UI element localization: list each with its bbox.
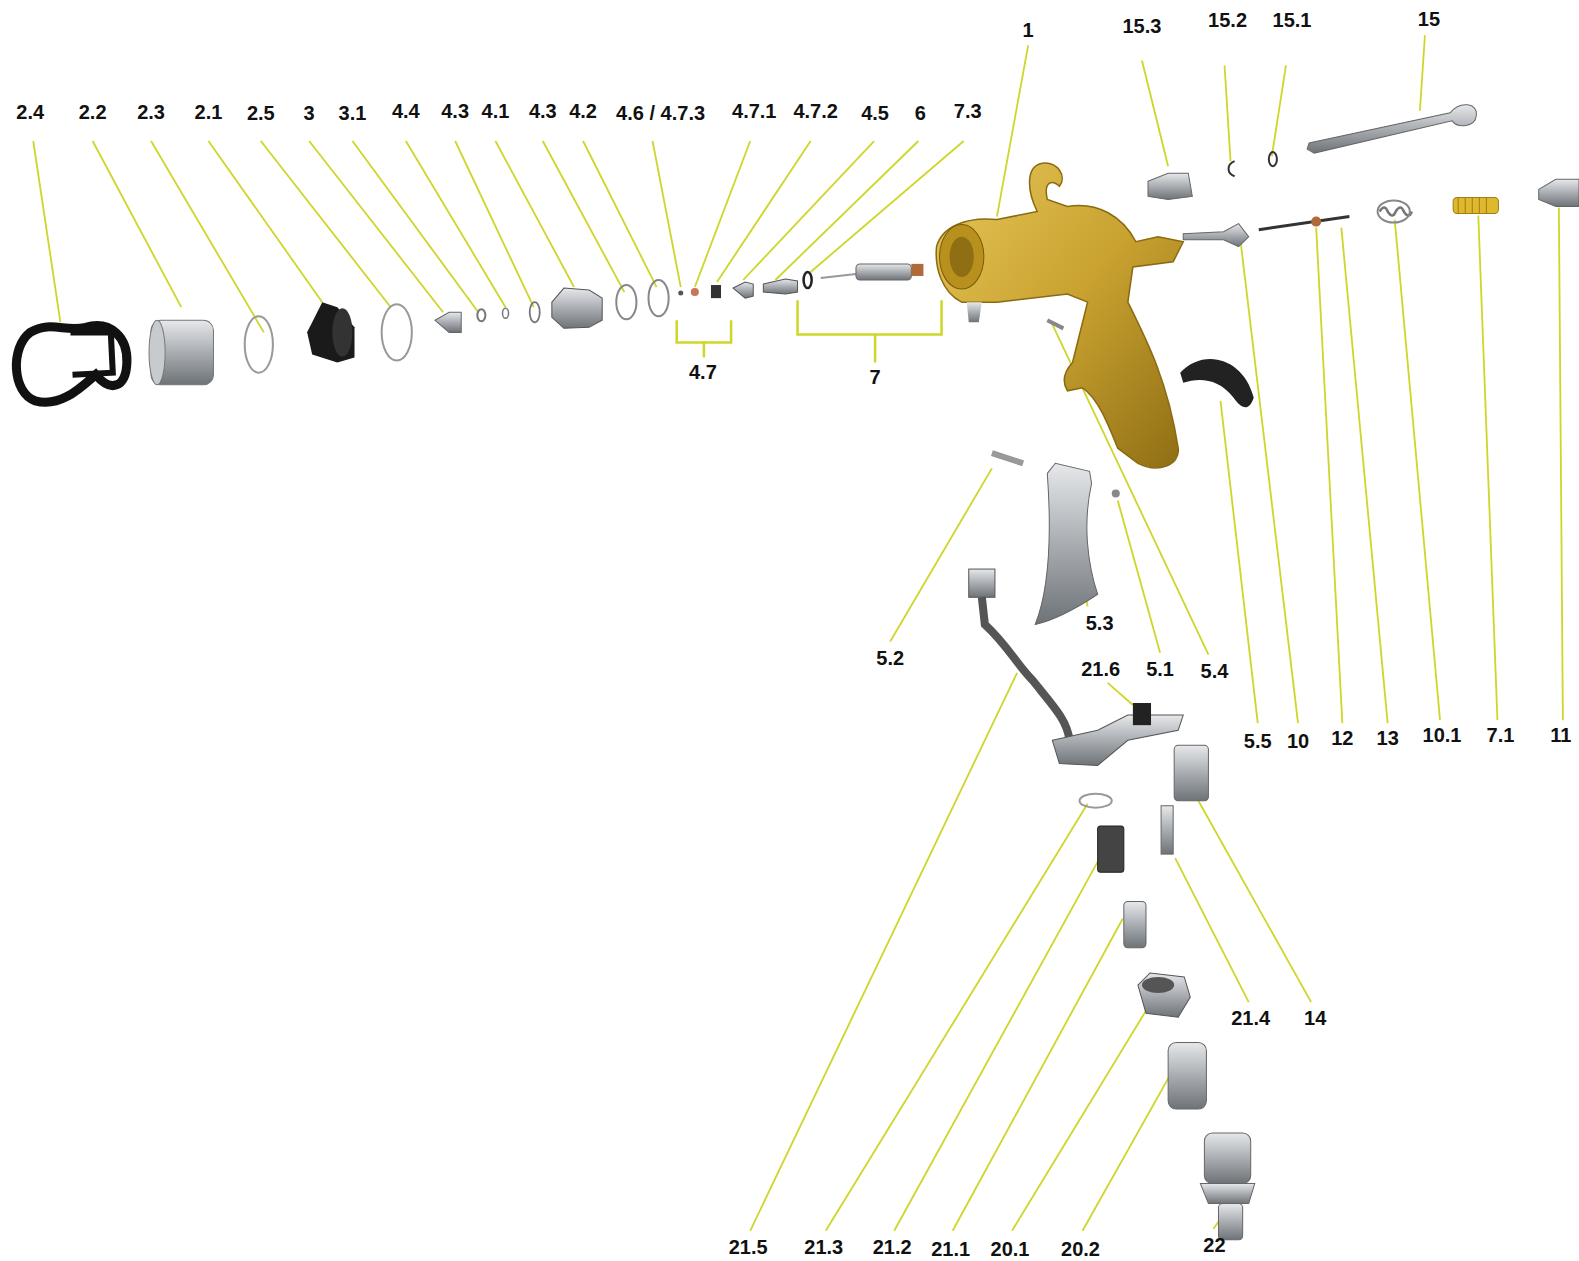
- callout-number: 2.4: [16, 102, 44, 122]
- callout-number: 5.3: [1086, 613, 1114, 633]
- callout-number: 2.5: [247, 103, 275, 123]
- callout-number: 2.1: [195, 102, 223, 122]
- callout-number: 5.5: [1244, 731, 1272, 751]
- callout-number: 7.1: [1487, 725, 1515, 745]
- callout-number: 1: [1023, 20, 1034, 40]
- callout-number: 21.6: [1081, 659, 1120, 679]
- callout-number: 2.3: [137, 102, 165, 122]
- callout-number: 20.2: [1061, 1239, 1100, 1259]
- callout-number: 4.7.1: [732, 101, 776, 121]
- callout-number: 4.3: [441, 101, 469, 121]
- callout-number: 2.2: [79, 102, 107, 122]
- callout-number: 4.3: [529, 101, 557, 121]
- callout-number: 15.3: [1122, 16, 1161, 36]
- callout-number: 6: [915, 103, 926, 123]
- callout-number: 4.7.2: [793, 101, 837, 121]
- callout-number: 22: [1203, 1235, 1225, 1255]
- callout-number: 15.1: [1273, 10, 1312, 30]
- callout-number: 13: [1377, 728, 1399, 748]
- callout-number: 15.2: [1208, 10, 1247, 30]
- callout-number: 5.2: [876, 648, 904, 668]
- callout-number: 15: [1418, 9, 1440, 29]
- callout-number: 7: [870, 367, 881, 387]
- callout-number: 4.6 / 4.7.3: [616, 103, 705, 123]
- callout-number: 21.1: [931, 1239, 970, 1259]
- callout-number: 3.1: [339, 103, 367, 123]
- callout-number: 5.4: [1201, 661, 1229, 681]
- parts: [16, 105, 1579, 1240]
- callout-number: 3: [304, 103, 315, 123]
- callout-number: 21.3: [804, 1237, 843, 1257]
- callout-number: 4.1: [482, 101, 510, 121]
- callout-number: 10: [1287, 731, 1309, 751]
- callout-number: 20.1: [991, 1239, 1030, 1259]
- callout-number: 4.5: [861, 103, 889, 123]
- callout-number: 11: [1550, 725, 1571, 745]
- callout-number: 4.4: [392, 101, 420, 121]
- callout-number: 4.7: [689, 362, 717, 382]
- callout-number: 21.2: [873, 1237, 912, 1257]
- callout-number: 12: [1331, 728, 1353, 748]
- callout-number: 5.1: [1146, 659, 1174, 679]
- leader-lines: [33, 35, 1563, 1231]
- callout-number: 14: [1304, 1008, 1326, 1028]
- callout-number: 21.4: [1231, 1008, 1270, 1028]
- callout-number: 7.3: [954, 101, 982, 121]
- callout-number: 10.1: [1423, 725, 1462, 745]
- callout-number: 4.2: [569, 101, 597, 121]
- callout-number: 21.5: [729, 1237, 768, 1257]
